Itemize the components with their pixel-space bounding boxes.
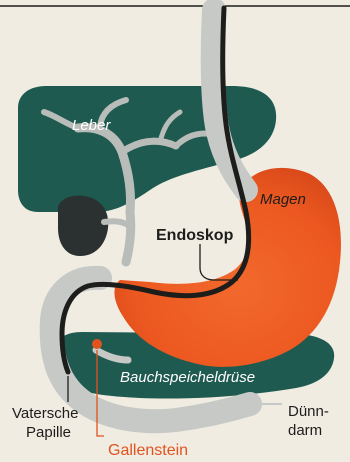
label-darm: darm — [288, 422, 322, 439]
label-vatersche: Vatersche — [12, 405, 78, 422]
gallstone — [92, 339, 102, 349]
label-duenn: Dünn- — [288, 403, 329, 420]
label-gallenstein: Gallenstein — [108, 442, 188, 459]
label-endoskop: Endoskop — [156, 227, 234, 244]
label-magen: Magen — [260, 191, 306, 208]
label-bauchspeicheldruese: Bauchspeicheldrüse — [120, 369, 255, 386]
label-leber: Leber — [72, 117, 111, 134]
stomach — [114, 168, 341, 367]
gallbladder — [58, 196, 108, 256]
label-papille: Papille — [26, 424, 71, 441]
